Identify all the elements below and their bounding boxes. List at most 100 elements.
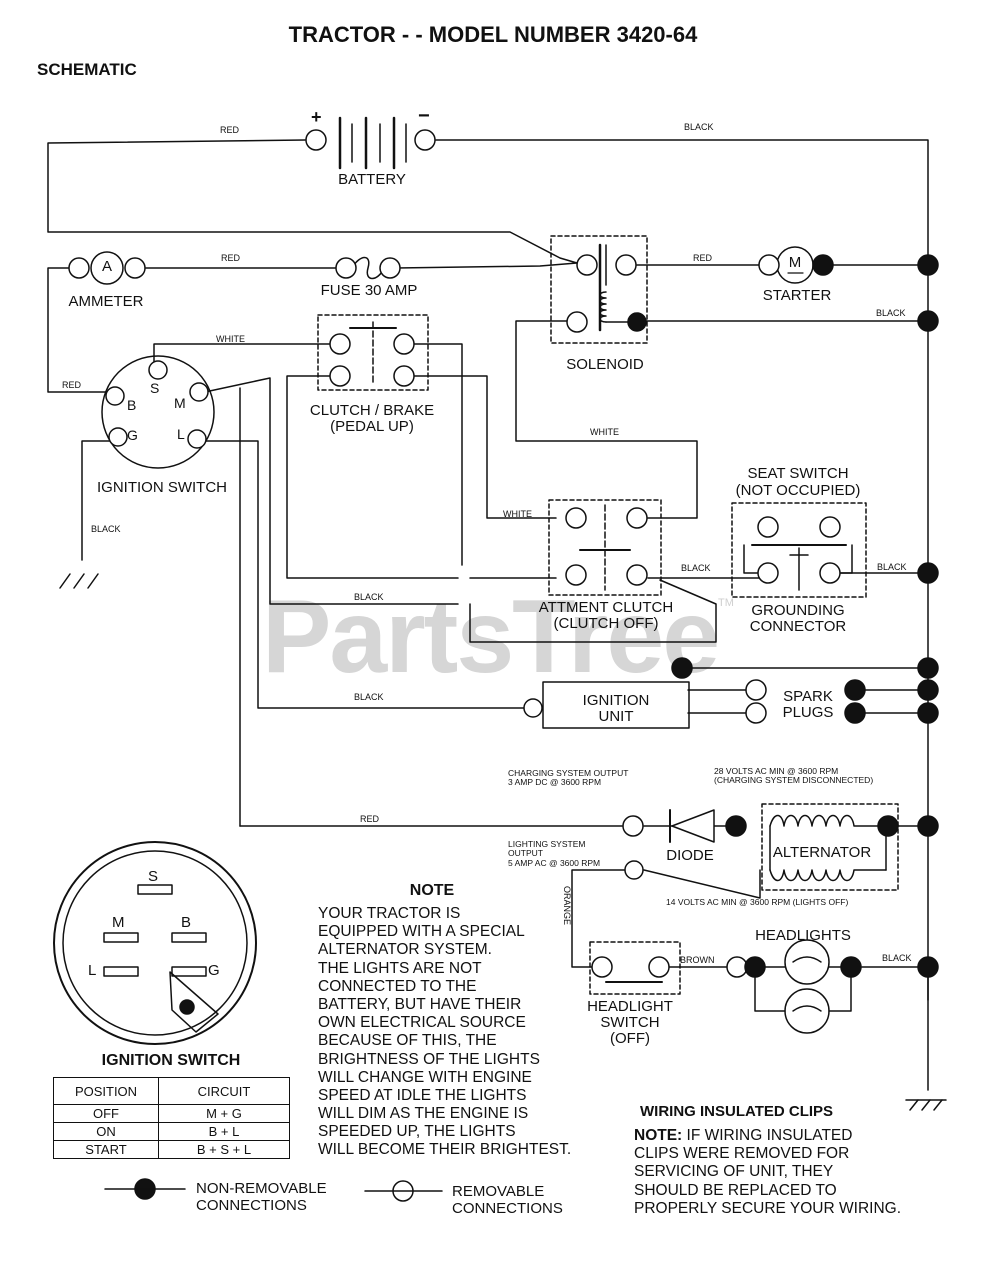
wire-ignition-m — [204, 377, 459, 605]
attment-clutch-switch-symbol — [548, 499, 662, 596]
charging-output-spec-1: CHARGING SYSTEM OUTPUT — [508, 768, 629, 778]
clips-note-label: NOTE: — [634, 1127, 683, 1144]
battery-negative-sign: − — [418, 105, 430, 127]
wire-label-black-ground: BLACK — [91, 524, 121, 534]
fuse-label: FUSE 30 AMP — [320, 282, 418, 299]
wire-solenoid-white — [515, 320, 698, 519]
grounding-connector-label-2: CONNECTOR — [749, 618, 847, 635]
headlight-switch-label-2: SWITCH — [600, 1014, 660, 1031]
clips-line: SHOULD BE REPLACED TO — [634, 1181, 837, 1199]
clutch-brake-label-1: CLUTCH / BRAKE — [309, 402, 435, 419]
wire-ignition-s — [153, 343, 331, 366]
clips-heading: WIRING INSULATED CLIPS — [640, 1103, 834, 1120]
removable-connections — [68, 129, 841, 1202]
wire-lighting-output — [643, 869, 761, 899]
ignition-circuit-table: POSITION CIRCUIT OFF M + G ON B + L STAR… — [53, 1077, 290, 1159]
note-line: CONNECTED TO THE — [318, 977, 477, 995]
lighting-output-spec: LIGHTING SYSTEM OUTPUT 5 AMP AC @ 3600 R… — [508, 839, 601, 868]
clips-body: NOTE: IF WIRING INSULATED CLIPS WERE REM… — [634, 1127, 901, 1218]
note-line: ALTERNATOR SYSTEM. — [318, 941, 492, 959]
note-line: BECAUSE OF THIS, THE — [318, 1032, 497, 1050]
note-line: THE LIGHTS ARE NOT — [318, 959, 482, 977]
ignition-detail-s: S — [148, 868, 159, 885]
note-line: SPEEDED UP, THE LIGHTS — [318, 1123, 516, 1141]
ammeter-label: AMMETER — [68, 293, 144, 310]
starter-label: STARTER — [762, 287, 832, 304]
clutch-brake-label-2: (PEDAL UP) — [330, 418, 414, 435]
note-line: WILL CHANGE WITH ENGINE — [318, 1068, 532, 1086]
wire-label-white-ignition: WHITE — [216, 334, 245, 344]
ignition-detail-g: G — [208, 962, 220, 979]
alternator-label: ALTERNATOR — [772, 844, 872, 861]
table-header-position: POSITION — [53, 1077, 159, 1105]
table-cell-circuit: B + L — [158, 1122, 290, 1141]
ignition-unit-label-1: IGNITION — [582, 692, 650, 709]
ignition-detail-m: M — [112, 914, 125, 931]
ignition-switch-detail-drawing — [53, 841, 257, 1045]
legend-removable-1: REMOVABLE — [452, 1183, 545, 1200]
ignition-detail-title: IGNITION SWITCH — [101, 1052, 241, 1069]
alternator-voltage-spec-1: 28 VOLTS AC MIN @ 3600 RPM — [714, 766, 839, 776]
wire-label-black-headlights: BLACK — [882, 953, 912, 963]
note-line: SPEED AT IDLE THE LIGHTS — [318, 1086, 527, 1104]
note-line: OWN ELECTRICAL SOURCE — [318, 1014, 526, 1032]
table-cell-circuit: M + G — [158, 1104, 290, 1123]
diode-symbol — [669, 809, 715, 843]
attment-clutch-label-2: (CLUTCH OFF) — [553, 615, 659, 632]
ignition-unit-label-2: UNIT — [598, 708, 634, 725]
wire-headlight-lower-right — [828, 966, 852, 1012]
headlight-switch-label-3: (OFF) — [610, 1030, 650, 1047]
table-cell-position: ON — [53, 1122, 159, 1141]
clips-line: PROPERLY SECURE YOUR WIRING. — [634, 1199, 901, 1217]
clips-line-text: IF WIRING INSULATED — [686, 1127, 853, 1144]
diode-label: DIODE — [666, 847, 714, 864]
wire-orange — [571, 869, 634, 968]
ammeter-symbol — [90, 251, 124, 285]
ignition-terminal-m: M — [174, 395, 186, 411]
seat-switch-label-1: SEAT SWITCH — [747, 465, 849, 482]
note-line: WILL BECOME THEIR BRIGHTEST. — [318, 1141, 572, 1159]
legend-removable-2: CONNECTIONS — [452, 1200, 563, 1217]
ignition-unit-box — [542, 681, 690, 729]
table-header-circuit: CIRCUIT — [158, 1077, 290, 1105]
solenoid-label: SOLENOID — [566, 356, 644, 373]
wire-label-white-solenoid: WHITE — [590, 427, 619, 437]
wire-label-black-ignition-unit: BLACK — [354, 692, 384, 702]
legend-non-removable-2: CONNECTIONS — [196, 1197, 307, 1214]
wire-clutch-left-loop — [286, 375, 459, 579]
table-row: OFF M + G — [53, 1104, 290, 1123]
clips-line: NOTE: IF WIRING INSULATED — [634, 1127, 901, 1145]
wire-battery-positive — [47, 139, 578, 264]
battery-positive-sign: + — [311, 107, 322, 127]
ignition-detail-l: L — [88, 962, 97, 979]
wire-label-red-starter: RED — [693, 253, 713, 263]
table-cell-circuit: B + S + L — [158, 1140, 290, 1159]
headlights-label: HEADLIGHTS — [755, 927, 851, 944]
wire-headlight-lower-left — [754, 966, 786, 1012]
alternator-voltage-spec: 28 VOLTS AC MIN @ 3600 RPM (CHARGING SYS… — [714, 766, 873, 786]
note-line: EQUIPPED WITH A SPECIAL — [318, 923, 525, 941]
wire-label-red-charging: RED — [360, 814, 380, 824]
charging-output-spec: CHARGING SYSTEM OUTPUT 3 AMP DC @ 3600 R… — [508, 768, 629, 788]
wire-ignition-l — [198, 440, 528, 709]
spark-plugs-label-2: PLUGS — [782, 704, 834, 721]
clutch-brake-switch-symbol — [317, 314, 429, 391]
wire-label-black-battery: BLACK — [684, 122, 714, 132]
headlight-switch-symbol — [589, 941, 681, 995]
note-line: WILL DIM AS THE ENGINE IS — [318, 1105, 529, 1123]
legend-non-removable-1: NON-REMOVABLE — [196, 1180, 327, 1197]
battery-label: BATTERY — [338, 171, 406, 188]
note-line: BATTERY, BUT HAVE THEIR — [318, 995, 522, 1013]
lights-voltage-spec: 14 VOLTS AC MIN @ 3600 RPM (LIGHTS OFF) — [666, 897, 849, 907]
watermark: PartsTree — [262, 579, 720, 695]
wire-ammeter-red — [47, 267, 108, 393]
wire-attment-black-loop — [469, 579, 717, 643]
ignition-terminal-s: S — [150, 380, 160, 396]
wire-label-white-attment: WHITE — [503, 509, 532, 519]
seat-switch-symbol — [731, 502, 867, 598]
page-title: TRACTOR - - MODEL NUMBER 3420-64 — [288, 22, 698, 47]
wire-clutch-lower — [413, 343, 463, 566]
lighting-output-spec-3: 5 AMP AC @ 3600 RPM — [508, 857, 601, 868]
wire-label-red-battery: RED — [220, 125, 240, 135]
